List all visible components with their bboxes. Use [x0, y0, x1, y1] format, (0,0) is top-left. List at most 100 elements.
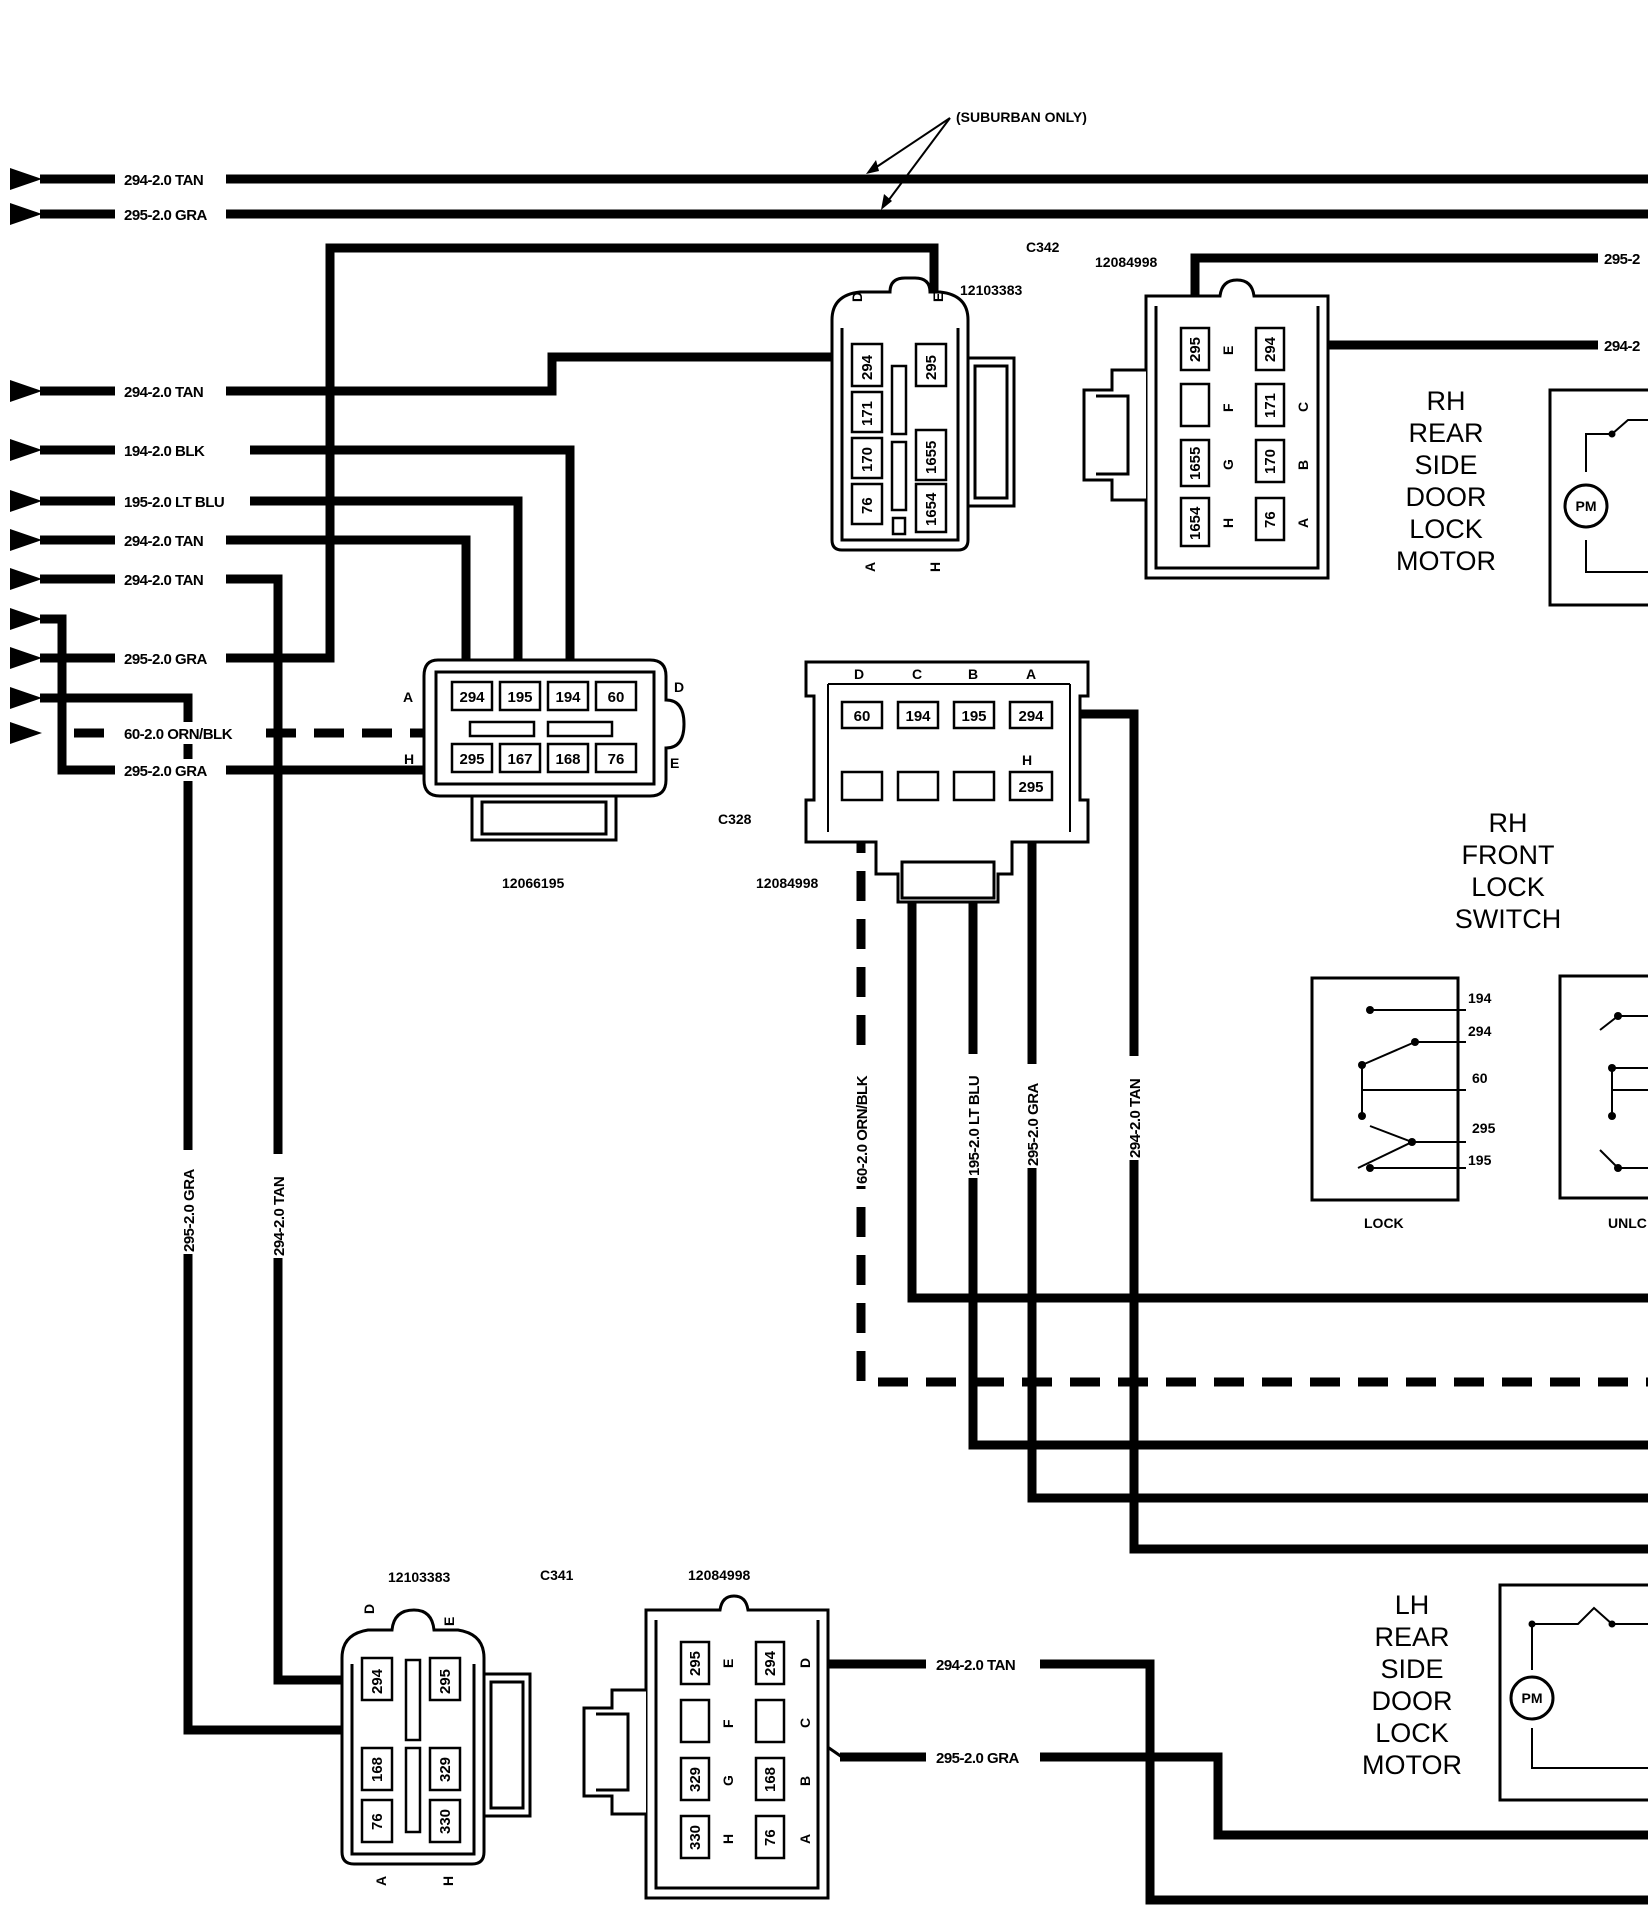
c341-male-pin-76: [360, 1798, 394, 1844]
c342-male-slot-1: [890, 364, 908, 436]
harness-pin-294-label: 294: [459, 689, 485, 706]
wire-orn-vert: [856, 775, 1648, 1387]
c341-male-part: 12103383: [388, 1569, 451, 1585]
c341-male-pin-295: [428, 1656, 462, 1702]
c341-male-pin-76-label: 76: [369, 1813, 386, 1830]
c341-male-pin-329-label: 329: [437, 1757, 454, 1782]
c328-letter-h: H: [1022, 752, 1032, 768]
lh-rear-line-5: LOCK: [1375, 1718, 1449, 1748]
label-w2: 295-2.0 GRA: [124, 207, 208, 224]
harness-letter-e: E: [670, 755, 679, 771]
harness-pin-295-label: 295: [459, 751, 484, 768]
label-r1: 295-2: [1604, 251, 1640, 268]
c341-female-cavity-c: [754, 1698, 786, 1744]
c341-female-latch-inner: [596, 1712, 630, 1792]
c341-male-pin-168-label: 168: [369, 1757, 386, 1782]
switch-unlock-box: [1558, 974, 1648, 1200]
c328-latch: [900, 860, 996, 900]
switch-lock-label: LOCK: [1364, 1215, 1404, 1231]
wire-gra-vert: [1027, 808, 1648, 1503]
c342-female-letter-g: G: [1220, 459, 1236, 470]
c342-male-letter-d: D: [849, 292, 865, 302]
arrow-w4: [10, 439, 42, 461]
c328-letter-c: C: [912, 666, 922, 682]
c341-male-pin-330: [428, 1798, 462, 1844]
switch-lock-common: [1361, 1065, 1466, 1116]
c341-female-pin-330-label: 330: [687, 1825, 704, 1850]
c328-pin-294: [1008, 700, 1054, 730]
lh-rear-line-2: REAR: [1374, 1622, 1449, 1652]
c342-male-pin-171: [850, 390, 884, 434]
vertical-wire-labels: 295-2.0 GRA 294-2.0 TAN 60-2.0 ORN/BLK 1…: [178, 1052, 1144, 1258]
c342-female-pin-76-label: 76: [1262, 511, 1279, 528]
label-r2: 294-2: [1604, 338, 1640, 355]
harness-letter-a: A: [403, 689, 413, 705]
c342-female-pin-1654-label: 1654: [1187, 506, 1204, 540]
wire-lower-tan: [1040, 1659, 1648, 1905]
lh-rear-line-4: DOOR: [1372, 1686, 1453, 1716]
c342-male-pin-1655: [914, 428, 948, 482]
arrow-w6: [10, 529, 42, 551]
c328-pin-195-label: 195: [961, 708, 986, 725]
c328-inner: [827, 683, 1071, 832]
annotation-arrowhead-1: [866, 160, 879, 174]
lh-rear-line-3: SIDE: [1380, 1654, 1443, 1684]
c342-male-slot-3: [891, 516, 907, 536]
c342-male-part: 12103383: [960, 282, 1023, 298]
c341-female-letter-h: H: [720, 1834, 736, 1844]
wires: [40, 117, 1648, 1905]
wire-w4: [250, 445, 575, 678]
c341-female-pin-76: [754, 1814, 786, 1860]
c341-male-pin-329: [428, 1746, 462, 1792]
vlabel-gra-left: 295-2.0 GRA: [181, 1168, 198, 1252]
harness-pin-168: [546, 742, 590, 774]
connector-harness: 294 195 194 60 295 167 168 76 A D H E 12…: [403, 658, 686, 891]
harness-pin-194: [546, 680, 590, 712]
c328-name: C328: [718, 811, 752, 827]
c342-female-pin-170: [1254, 438, 1286, 484]
c342-female-letter-b: B: [1295, 460, 1311, 470]
c341-female-letter-b: B: [797, 1776, 813, 1786]
label-w4: 194-2.0 BLK: [124, 443, 205, 460]
harness-pin-195: [498, 680, 542, 712]
c342-female-cavity-f: [1179, 382, 1211, 428]
c341-female-pin-329: [679, 1756, 711, 1802]
c342-male-pin-1655-label: 1655: [923, 441, 940, 474]
wire-w3: [226, 352, 866, 396]
wire-w5: [250, 496, 523, 678]
c328-pin-295: [1008, 770, 1054, 802]
rh-rear-motor-wire-bottom: [1585, 540, 1648, 573]
c341-female-letter-c: C: [797, 1718, 813, 1728]
rh-rear-pm-label: PM: [1576, 498, 1597, 514]
c342-female-pin-170-label: 170: [1262, 449, 1279, 474]
harness-pin-294: [450, 680, 494, 712]
harness-pin-168-label: 168: [555, 751, 580, 768]
c342-female-pin-294-label: 294: [1262, 336, 1279, 362]
c341-male-latch-inner: [489, 1680, 525, 1810]
left-wire-labels: 294-2.0 TAN 295-2.0 GRA 294-2.0 TAN 194-…: [118, 168, 256, 781]
harness-pin-76: [594, 742, 638, 774]
switch-lock-contact-lower: [1369, 1125, 1413, 1143]
c342-female-letter-c: C: [1295, 402, 1311, 412]
rh-rear-motor-box: [1548, 388, 1648, 607]
connector-c342: C342 12103383 12084998 294 295 171 170 1…: [830, 239, 1330, 580]
label-w10: 295-2.0 GRA: [124, 763, 208, 780]
c341-name: C341: [540, 1567, 574, 1583]
arrow-w5: [10, 490, 42, 512]
c342-female-pin-76: [1254, 496, 1286, 542]
c341-male-letter-a: A: [373, 1876, 389, 1886]
harness-pin-76-label: 76: [608, 751, 625, 768]
c342-female-pin-1655: [1179, 438, 1211, 488]
c341-female-pin-168: [754, 1756, 786, 1802]
switch-unlock-label: UNLC: [1608, 1215, 1647, 1231]
c341-female-letter-g: G: [720, 1775, 736, 1786]
rh-front-line-2: FRONT: [1462, 840, 1555, 870]
c341-male-pin-294-label: 294: [369, 1668, 386, 1694]
c341-female-part: 12084998: [688, 1567, 751, 1583]
c342-female-letter-e: E: [1220, 346, 1236, 355]
c341-male-pin-168: [360, 1746, 394, 1792]
wire-blk-vert: [907, 840, 1648, 1303]
c341-female-pin-294: [754, 1640, 786, 1686]
c341-female-pin-295-label: 295: [687, 1651, 704, 1676]
c341-female-letter-e: E: [720, 1659, 736, 1668]
